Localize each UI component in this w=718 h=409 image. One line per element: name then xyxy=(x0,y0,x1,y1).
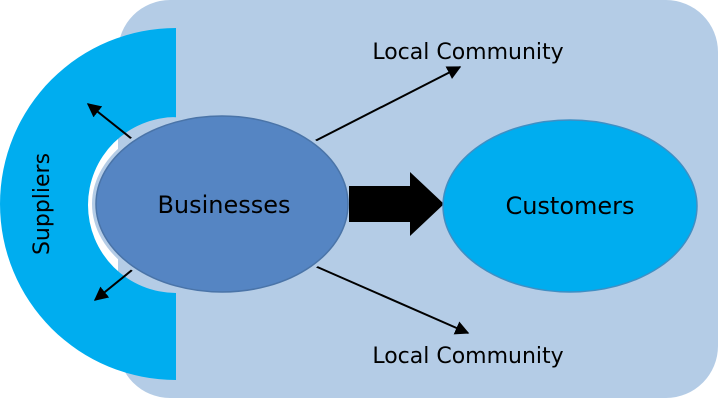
block-arrow xyxy=(349,172,444,236)
customers-node xyxy=(442,119,698,293)
suppliers-label: Suppliers xyxy=(30,153,55,255)
businesses-label: Businesses xyxy=(157,191,290,219)
arrow-to-community-top xyxy=(314,66,462,142)
community-top-label: Local Community xyxy=(372,40,563,65)
arrow-to-community-bottom xyxy=(314,265,470,335)
arrow-to-suppliers-bottom xyxy=(93,265,138,301)
suppliers-arc xyxy=(0,28,176,380)
arrow-to-suppliers-top xyxy=(86,103,138,144)
community-bottom-label: Local Community xyxy=(372,344,563,369)
customers-label: Customers xyxy=(505,192,634,220)
businesses-node xyxy=(95,115,349,293)
